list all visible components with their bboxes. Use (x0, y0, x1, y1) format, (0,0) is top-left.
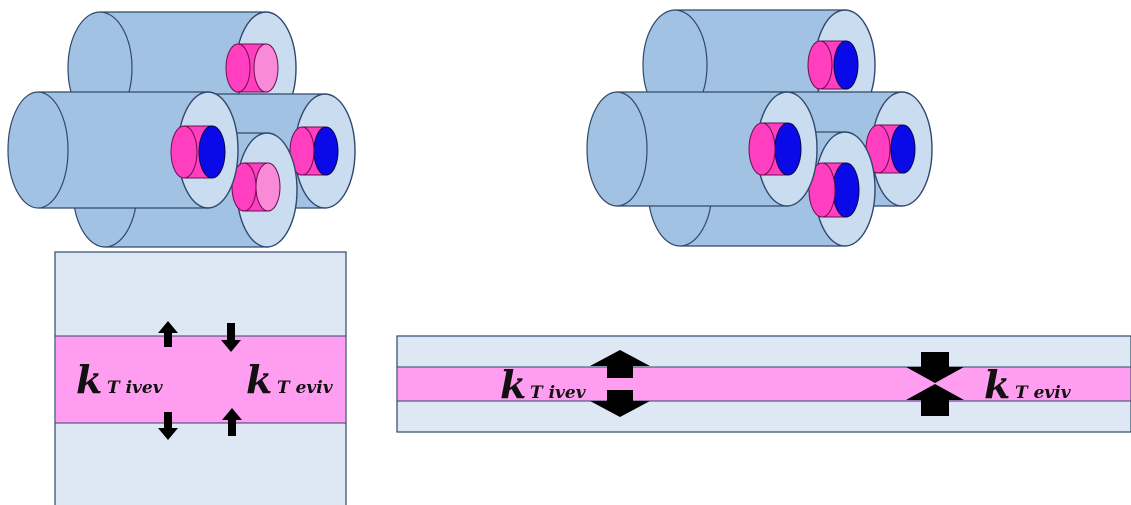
arrow-up-icon (590, 350, 650, 378)
left-left-tube (7, 91, 239, 209)
arrow-down-icon (590, 390, 650, 417)
right-cross-section-panel: k T ivev k T eviv (396, 335, 1131, 433)
left-label-1-sub: T ivev (107, 378, 164, 398)
right-left-tube (586, 91, 818, 207)
left-label-1-main: k (76, 357, 102, 402)
arrow-up-icon (158, 321, 178, 347)
left-cross-section-panel: k T ivev k T eviv (54, 251, 347, 505)
right-label-2-sub: T eviv (1015, 383, 1072, 403)
arrow-down-icon (158, 412, 178, 440)
right-tube-bundle (586, 9, 933, 247)
right-label-1-main: k (500, 362, 526, 407)
right-label-1-sub: T ivev (530, 383, 587, 403)
right-label-2-main: k (984, 362, 1010, 407)
arrow-down-icon (906, 352, 964, 383)
arrow-down-icon (221, 323, 241, 352)
right-pink-band (396, 366, 1131, 402)
left-label-2-main: k (246, 357, 272, 402)
arrow-up-icon (222, 408, 242, 436)
left-pink-band (54, 335, 347, 424)
left-tube-bundle (7, 11, 356, 248)
arrow-up-icon (906, 384, 964, 416)
left-label-2-sub: T eviv (277, 378, 334, 398)
